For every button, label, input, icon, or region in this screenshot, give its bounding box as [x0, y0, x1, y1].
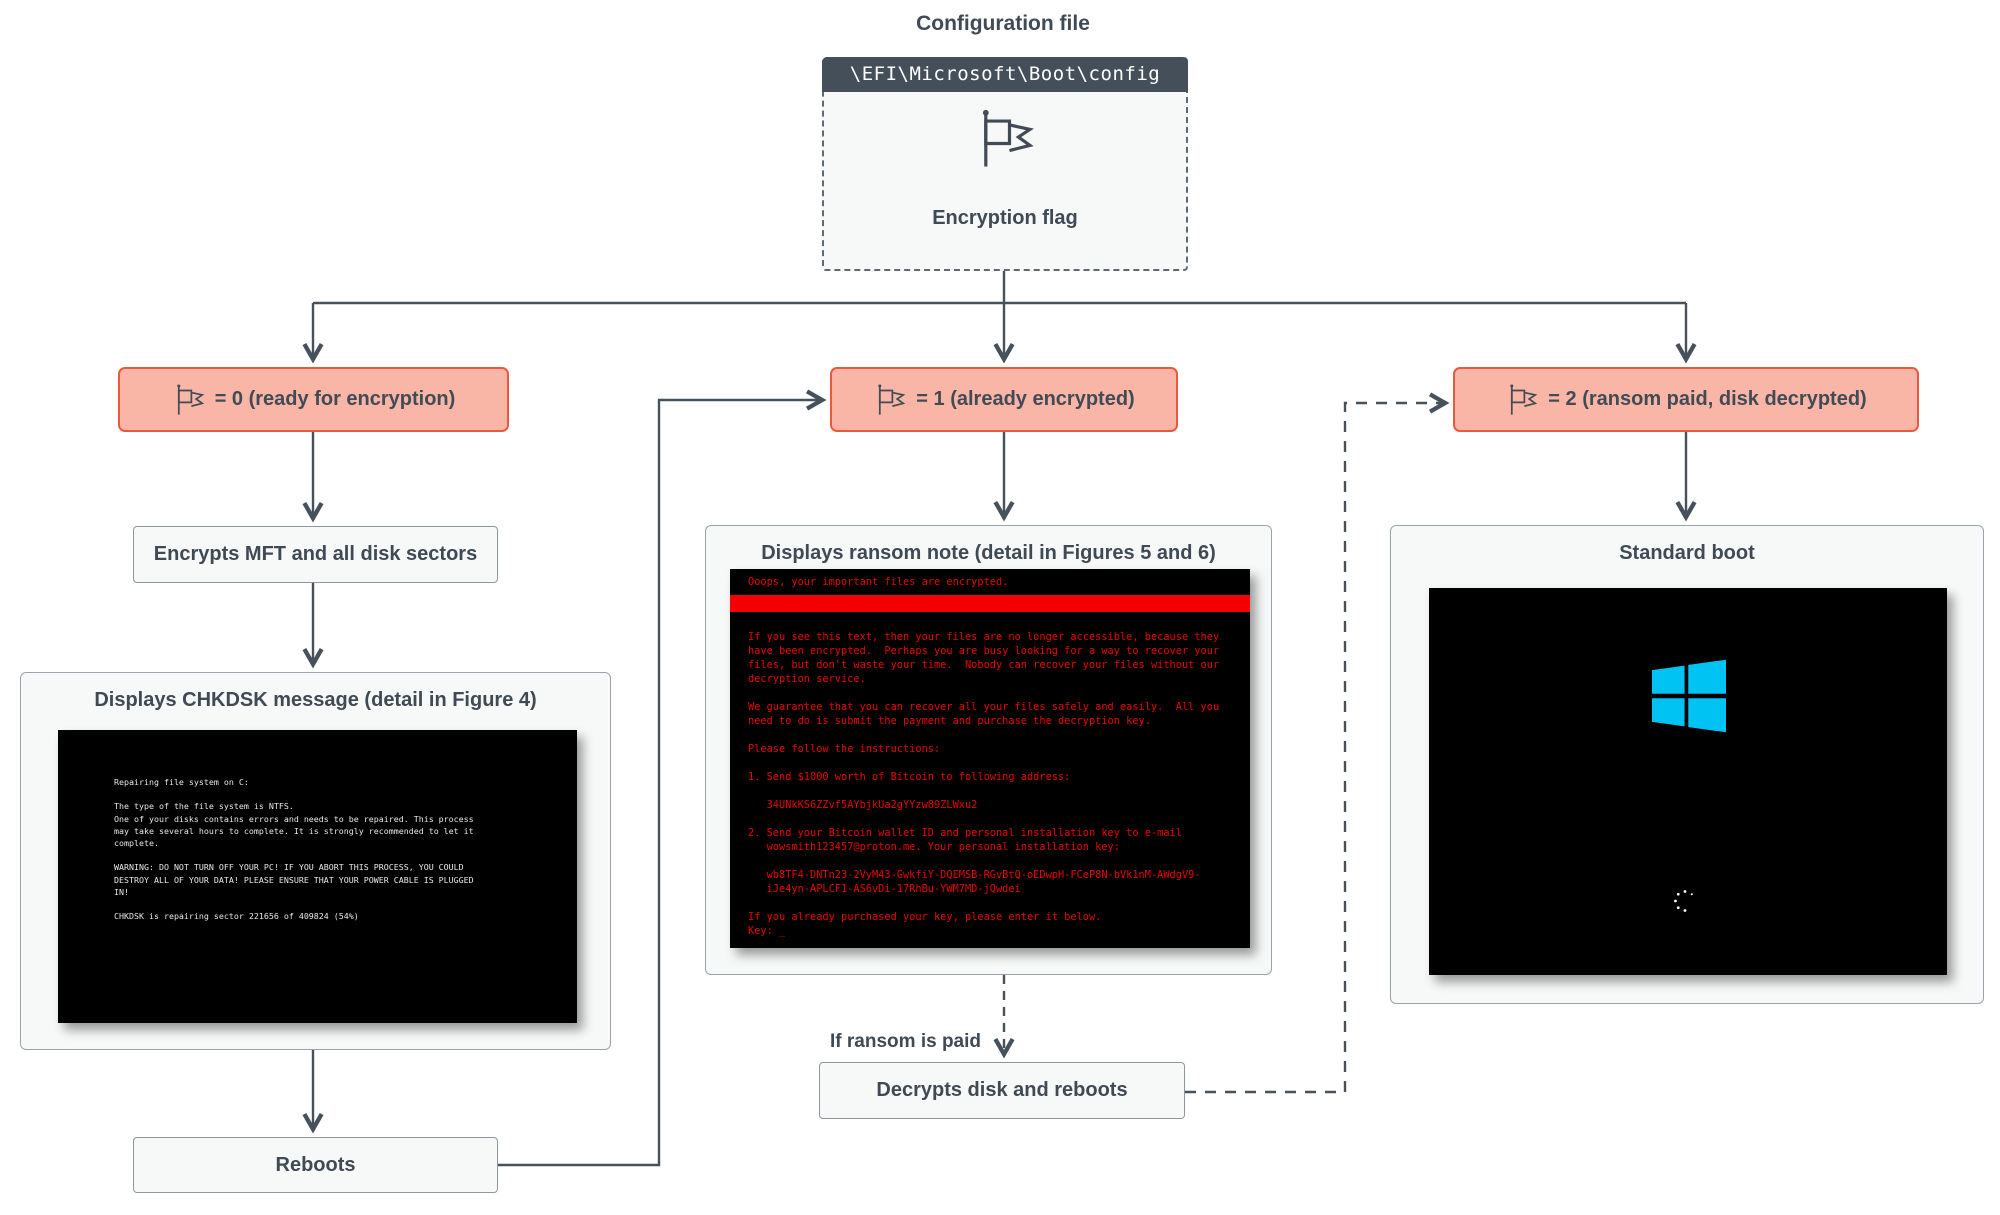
- flag-icon: [877, 383, 905, 415]
- ransom-red-bar: [730, 595, 1250, 612]
- standard-boot-title: Standard boot: [1619, 542, 1755, 564]
- reboots-box: Reboots: [133, 1137, 498, 1193]
- chkdsk-panel: Displays CHKDSK message (detail in Figur…: [20, 672, 611, 1050]
- state-label: = 1 (already encrypted): [916, 388, 1135, 410]
- state-label: = 2 (ransom paid, disk decrypted): [1548, 388, 1867, 410]
- windows-logo-icon: [1652, 659, 1726, 733]
- flag-icon: [981, 108, 1032, 169]
- ransom-header-line: Ooops, your important files are encrypte…: [748, 576, 1009, 588]
- chkdsk-screen-text: Repairing file system on C: The type of …: [114, 777, 474, 922]
- chkdsk-panel-title: Displays CHKDSK message (detail in Figur…: [94, 689, 537, 711]
- ransom-note-panel: Displays ransom note (detail in Figures …: [705, 525, 1272, 975]
- ransom-panel-title: Displays ransom note (detail in Figures …: [761, 542, 1216, 564]
- decrypts-label: Decrypts disk and reboots: [876, 1079, 1128, 1101]
- config-path-header: \EFI\Microsoft\Boot\config: [822, 57, 1188, 92]
- reboots-label: Reboots: [275, 1153, 356, 1176]
- encrypts-mft-box: Encrypts MFT and all disk sectors: [133, 526, 498, 583]
- if-ransom-paid-label: If ransom is paid: [830, 1031, 981, 1052]
- ransom-body-text: If you see this text, then your files ar…: [748, 631, 1220, 937]
- state-box-flag-0: = 0 (ready for encryption): [118, 367, 509, 432]
- state-box-flag-1: = 1 (already encrypted): [830, 367, 1178, 432]
- ransom-note-screen: Ooops, your important files are encrypte…: [730, 569, 1250, 948]
- state-box-flag-2: = 2 (ransom paid, disk decrypted): [1453, 367, 1919, 432]
- flag-icon: [1509, 383, 1537, 415]
- state-label: = 0 (ready for encryption): [214, 388, 456, 410]
- encrypts-mft-label: Encrypts MFT and all disk sectors: [153, 543, 478, 565]
- encryption-flag-label: Encryption flag: [932, 207, 1078, 229]
- standard-boot-panel: Standard boot: [1390, 525, 1984, 1004]
- boot-spinner-icon: [1674, 890, 1693, 912]
- chkdsk-screen: Repairing file system on C: The type of …: [58, 730, 577, 1023]
- config-file-title: Configuration file: [916, 12, 1090, 35]
- flag-icon: [176, 383, 203, 415]
- config-file-box: \EFI\Microsoft\Boot\config Encryption fl…: [822, 57, 1188, 271]
- windows-boot-screen: [1429, 588, 1947, 975]
- decrypts-box: Decrypts disk and reboots: [819, 1062, 1185, 1119]
